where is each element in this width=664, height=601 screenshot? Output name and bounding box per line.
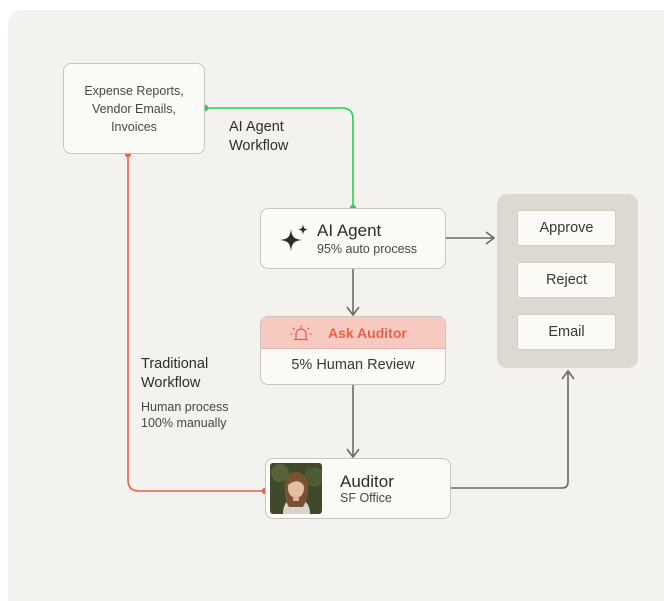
reject-button[interactable]: Reject	[517, 262, 616, 298]
approve-button[interactable]: Approve	[517, 210, 616, 246]
traditional-sub-line: Human process	[141, 400, 229, 414]
sparkle-icon	[277, 223, 311, 260]
source-line: Expense Reports,	[84, 83, 184, 98]
traditional-sub-line: 100% manually	[141, 416, 227, 430]
auditor-node[interactable]: Auditor SF Office	[265, 458, 451, 519]
traditional-workflow-sublabel: Human process 100% manually	[141, 399, 229, 431]
source-line: Vendor Emails,	[91, 101, 177, 116]
auditor-to-actions-arrow	[451, 372, 569, 489]
sources-box: Expense Reports, Vendor Emails, Invoices	[63, 63, 205, 154]
auditor-subtitle: SF Office	[340, 491, 392, 505]
ask-auditor-node[interactable]: Ask Auditor 5% Human Review	[260, 316, 446, 385]
ai-agent-node[interactable]: AI Agent 95% auto process	[260, 208, 446, 269]
source-line: Invoices	[111, 119, 157, 134]
ai-agent-subtitle: 95% auto process	[317, 242, 418, 256]
human-review-label: 5% Human Review	[291, 357, 415, 373]
ask-auditor-label: Ask Auditor	[328, 325, 407, 341]
alarm-icon	[290, 325, 312, 346]
ai-agent-title: AI Agent	[317, 221, 382, 240]
traditional-workflow-path	[127, 154, 265, 492]
email-button[interactable]: Email	[517, 314, 616, 350]
traditional-label-line: Workflow	[141, 375, 201, 391]
traditional-workflow-label: Traditional Workflow	[141, 355, 208, 393]
avatar	[270, 463, 322, 514]
ai-workflow-label-line: AI Agent	[229, 119, 284, 135]
ai-workflow-label: AI Agent Workflow	[229, 118, 288, 156]
auditor-title: Auditor	[340, 472, 394, 491]
ask-auditor-header[interactable]: Ask Auditor	[261, 317, 445, 349]
ai-workflow-label-line: Workflow	[229, 138, 289, 154]
actions-panel: Approve Reject Email	[497, 194, 638, 368]
ai-workflow-path	[205, 107, 354, 208]
traditional-label-line: Traditional	[141, 356, 209, 372]
